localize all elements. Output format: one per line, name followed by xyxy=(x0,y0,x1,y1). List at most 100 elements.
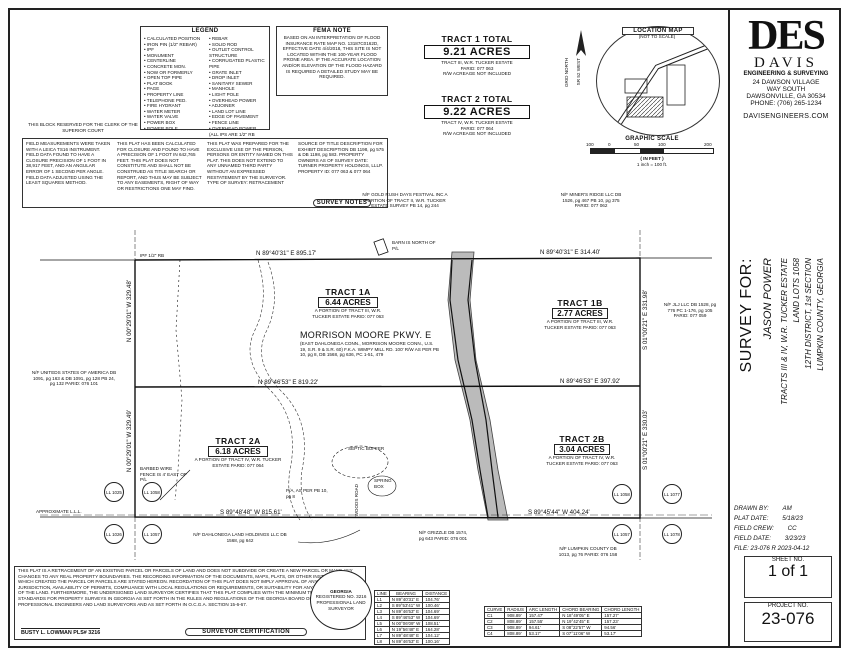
scale-tick-label: 200 xyxy=(704,142,712,147)
tract-2-summary-sub3: R/W ACREAGE NOT INCLUDED xyxy=(442,131,512,137)
tract-1a-sub: A PORTION OF TRACT III, W.R. TUCKER ESTA… xyxy=(312,308,384,319)
spring-box-label: SPRING BOX xyxy=(374,478,392,489)
tract-2-summary-sub2: PARID: 077 064 xyxy=(460,125,494,131)
legend-title: LEGEND xyxy=(191,28,219,34)
survey-for-l4: LUMPKIN COUNTY, GEORGIA xyxy=(816,258,825,371)
legend-item: • NOW OR FORMERLY xyxy=(144,69,193,75)
dahlonega-adjoiner: N/F DAHLONEGA LAND HOLDINGS LLC DB 1568,… xyxy=(193,532,287,543)
location-map-sub: (NOT TO SCALE) xyxy=(638,34,676,39)
miners-ridge-adjoiner: N/F MINER'S RIDGE LLC DB 1526, pg 467 PB… xyxy=(560,192,622,209)
ipf-label: IPF 1/2" RB xyxy=(140,253,165,258)
east-top-bearing: S 01°00'21" E 331.98' xyxy=(642,290,649,351)
table-cell: N 89°40'31" E xyxy=(388,596,424,603)
west-bot-bearing: N 00°29'01" W 329.49' xyxy=(126,410,133,473)
table-header: CURVE xyxy=(483,606,506,613)
table-header: DISTANCE xyxy=(422,590,451,597)
location-map xyxy=(596,26,720,136)
legend-left-column: • CALCULATED POSITION• IRON PIN (1/2" RE… xyxy=(144,36,208,131)
file-value: FILE: 23-076 R 2023-04-12 xyxy=(734,545,810,552)
firm-phone: PHONE: (706) 265-1234 xyxy=(750,100,822,107)
scale-tick-label: 50 xyxy=(634,142,640,147)
plat-date-label: PLAT DATE: xyxy=(734,515,769,522)
legend-item: • OPEN TOP PIPE xyxy=(144,75,183,81)
survey-for-client: JASON POWER xyxy=(762,258,774,340)
table-cell: L8 xyxy=(374,638,390,645)
legend-item: • WATER METER xyxy=(144,108,181,114)
drawn-label: DRAWN BY: xyxy=(734,505,769,512)
legend-item: • POWER POLE xyxy=(144,125,178,131)
legend-item: • IRON PIN (1/2" REBAR) xyxy=(144,41,197,47)
field-crew-label: FIELD CREW: xyxy=(734,525,774,532)
legend-item: • TELEPHONE PED. xyxy=(144,97,187,103)
firm-web: DAVISENGINEERS.COM xyxy=(743,113,829,120)
fema-note-box: FEMA NOTE BASED ON AN INTERPRETATION OF … xyxy=(276,26,388,96)
ll-1057-b: LL 1057 xyxy=(612,524,632,544)
table-cell: N 89°48'48" E xyxy=(388,632,424,639)
grizzle-adjoiner: N/F GRIZZLE DB 1574, pg 643 PARID: 076 0… xyxy=(418,530,468,541)
graphic-scale-title: GRAPHIC SCALE xyxy=(625,136,679,142)
legend-item: • GRATE INLET xyxy=(209,69,242,75)
graphic-scale-ratio: 1 inch = 100 ft. xyxy=(636,161,668,167)
tract-1b-acres: 2.77 ACRES xyxy=(552,308,608,319)
scale-tick-label: 0 xyxy=(608,142,611,147)
legend-item: • PROPERTY LINE xyxy=(144,91,184,97)
firm-block: DES DAVIS ENGINEERING & SURVEYING 24 DAW… xyxy=(730,13,842,120)
title-block-info: DRAWN BY: AM PLAT DATE: 5/18/23 FIELD CR… xyxy=(734,504,840,554)
firm-tag: ENGINEERING & SURVEYING xyxy=(743,71,829,77)
legend-item: • EDGE OF PAVEMENT xyxy=(209,114,259,120)
legend-item: • LAND LOT LINE xyxy=(209,108,246,114)
notes-col-2: THIS PLAT HAS BEEN CALCULATED FOR CLOSUR… xyxy=(117,141,202,191)
tract-1-summary-title: TRACT 1 TOTAL xyxy=(441,34,513,44)
legend-item: • IPF xyxy=(144,47,155,53)
tract-2b: TRACT 2B 3.04 ACRES A PORTION OF TRACT I… xyxy=(540,434,624,466)
sheet-label: SHEET NO. xyxy=(771,557,805,563)
top-left-bearing: N 89°40'31" E 895.17' xyxy=(256,250,317,257)
location-map-drawing xyxy=(614,44,708,129)
tract-2a-title: TRACT 2A xyxy=(215,436,261,446)
legend-item: • CONCRETE MON. xyxy=(144,63,186,69)
survey-for-l2: LAND LOTS 1058 xyxy=(792,258,801,323)
fema-title: FEMA NOTE xyxy=(313,28,351,34)
notes-col-3: THIS PLAT WAS PREPARED FOR THE EXCLUSIVE… xyxy=(207,141,293,186)
tract-2-summary-title: TRACT 2 TOTAL xyxy=(441,94,513,104)
survey-notes-title: SURVEY NOTES xyxy=(313,199,371,207)
project-value: 23-076 xyxy=(761,609,815,628)
legend-item: • CALCULATED POSITION xyxy=(144,36,201,41)
table-cell: N 89°46'53" E xyxy=(388,608,424,615)
jlj-adjoiner: N/F JLJ LLC DB 1528, pg 776 PC 1-176, pg… xyxy=(663,302,717,319)
table-header: CHORD LENGTH xyxy=(601,606,643,613)
legend-item: • CENTERLINE xyxy=(144,58,176,64)
firm-logo: DES xyxy=(748,13,826,59)
legend-item: • WATER VALVE xyxy=(144,114,179,120)
surveyor-seal: GEORGIA REGISTERED NO. 3216 PROFESSIONAL… xyxy=(310,570,372,630)
legend-item: • SOLID ROD xyxy=(209,41,238,47)
barbed-wire-note: BARBED WIRE FENCE IS 4' EAST OF P/L xyxy=(140,466,187,483)
table-cell: 53.17' xyxy=(601,630,643,637)
road-label: MORRISON MOORE PKWY. E xyxy=(300,330,432,340)
plat-date-value: 5/18/23 xyxy=(782,515,803,522)
firm-addr2: WAY SOUTH xyxy=(766,86,806,93)
tract-1a-title: TRACT 1A xyxy=(325,287,371,297)
tract-1a-acres: 6.44 ACRES xyxy=(318,297,378,308)
survey-for-block: SURVEY FOR: JASON POWER TRACTS III & IV,… xyxy=(736,258,836,478)
legend-item: • OUTLET CONTROL STRUCTURE xyxy=(209,47,254,58)
table-cell: S 89°53'41" W xyxy=(388,602,424,609)
tract-1b-title: TRACT 1B xyxy=(557,298,603,308)
tract-2-summary-sub1: TRACT IV, W.R. TUCKER ESTATE xyxy=(441,120,513,125)
surveyor-signer: BUSTY L. LOWMAN PLS# 3216 xyxy=(21,628,101,636)
location-map-title: LOCATION MAP xyxy=(622,27,694,35)
table-cell: N 89°46'53" E xyxy=(388,638,424,645)
table-header: RADIUS xyxy=(504,606,527,613)
north-arrow-icon xyxy=(576,30,586,56)
graphic-scale-bar xyxy=(590,148,714,154)
barn-note: BARN IS NORTH OF P/L xyxy=(392,240,436,251)
legend-item: • LIGHT POLE xyxy=(209,91,239,97)
legend-item: • PLAT BOOK xyxy=(144,80,173,86)
table-cell: 100.16' xyxy=(422,638,451,645)
table-cell: N 19°56'48" E xyxy=(388,626,424,633)
ll-1026: LL 1026 xyxy=(104,524,124,544)
tract-1b: TRACT 1B 2.77 ACRES A PORTION OF TRACT I… xyxy=(538,298,622,330)
